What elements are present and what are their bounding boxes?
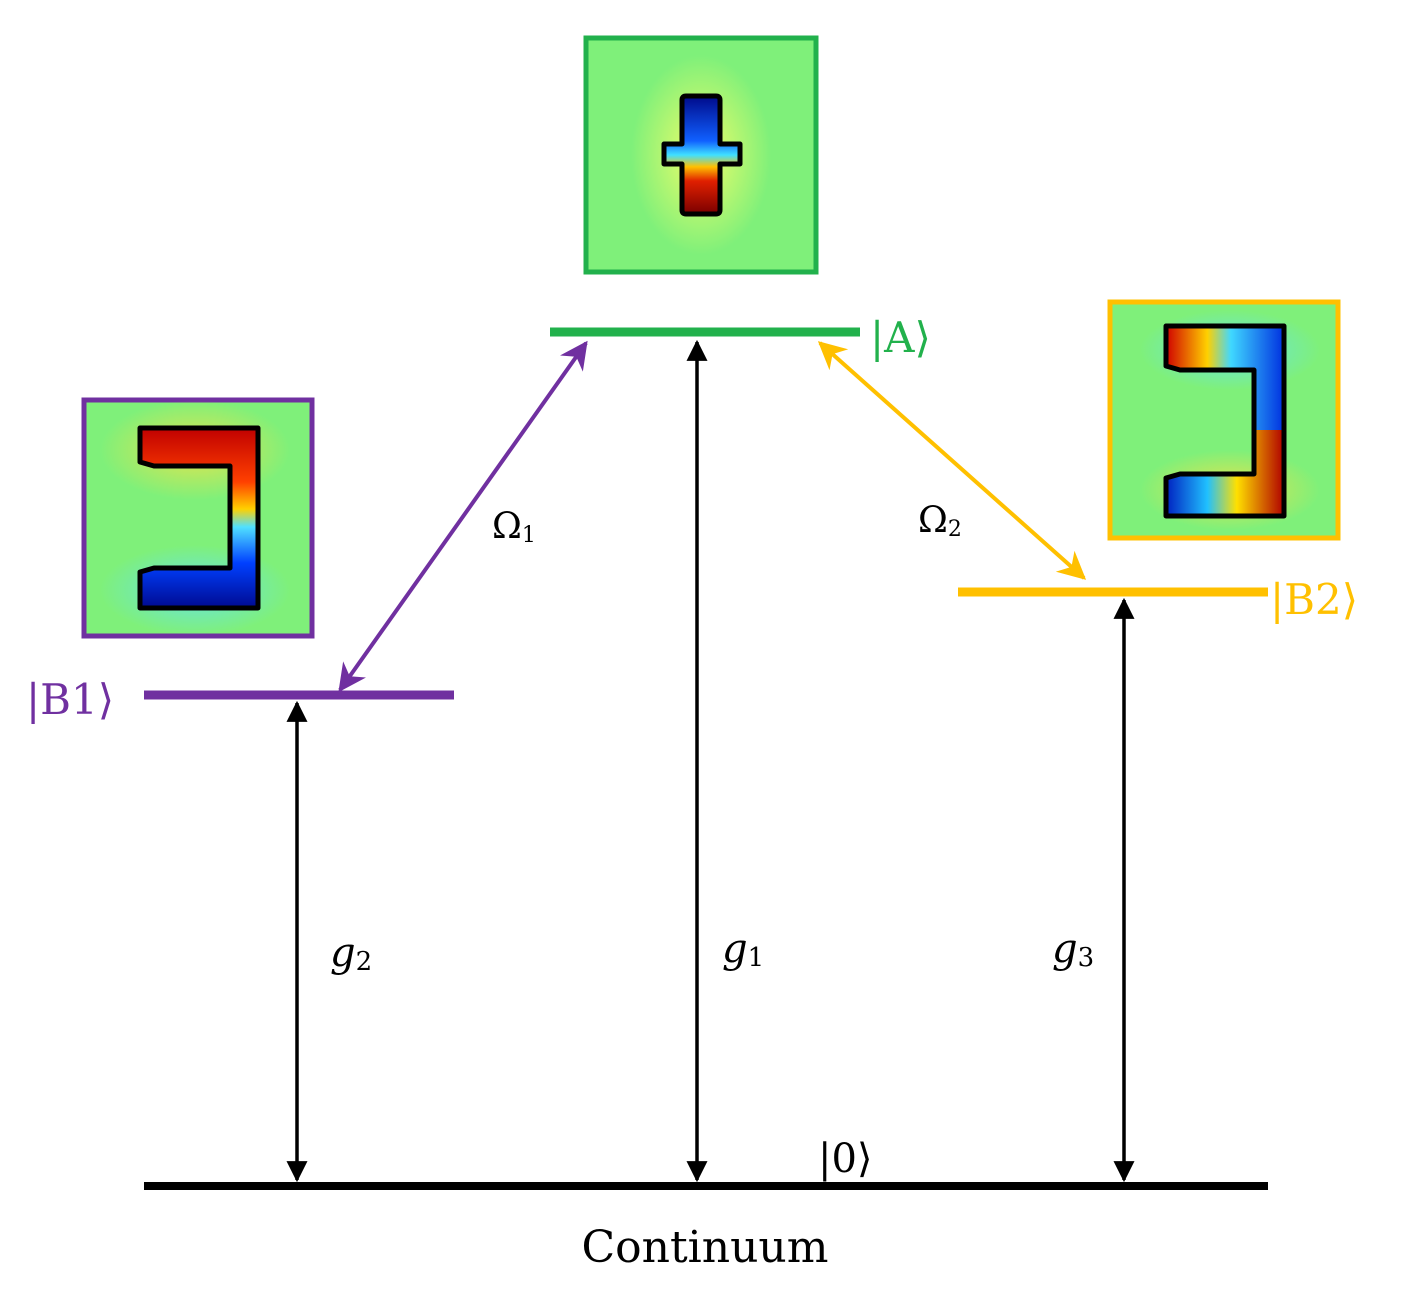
label-g2: g2 [330,930,372,977]
field-map-b1-icon [81,397,315,639]
label-g1: g1 [722,926,764,973]
label-continuum: Continuum [582,1222,829,1273]
field-map-a-icon [583,35,819,275]
label-state-b2: |B2⟩ [1270,575,1358,624]
label-ground: |0⟩ [818,1136,873,1182]
label-omega2: Ω2 [918,500,962,542]
label-g3: g3 [1052,926,1094,973]
omega2-arrow [817,341,1087,580]
label-omega1: Ω1 [492,506,536,548]
label-state-a: |A⟩ [870,313,931,362]
label-state-b1: |B1⟩ [26,675,114,724]
field-map-b2-icon [1107,299,1341,541]
omega1-arrow [338,340,588,693]
